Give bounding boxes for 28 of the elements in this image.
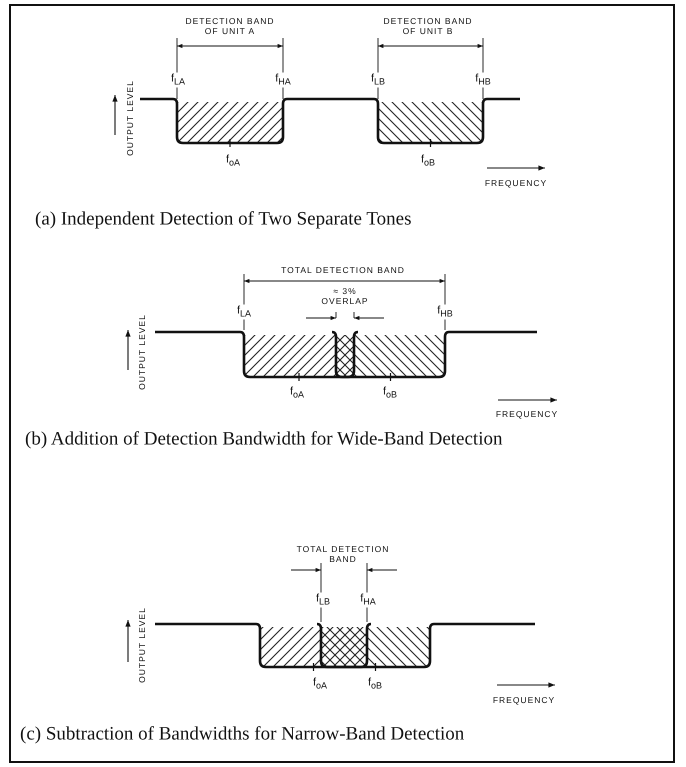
annotation-label: ≈ 3% OVERLAP — [320, 286, 370, 306]
frequency-label: f$_{oA}$ — [312, 676, 328, 692]
frequency-label: f$_{oB}$ — [420, 154, 436, 168]
annotation-label: TOTAL DETECTION BAND — [280, 264, 406, 276]
frequency-label: f$_{HA}$ — [359, 592, 377, 608]
axis-label: OUTPUT LEVEL — [136, 607, 148, 683]
frequency-label: f$_{oB}$ — [366, 676, 384, 692]
frequency-label: f$_{LA}$ — [170, 72, 186, 88]
frequency-label: f$_{LA}$ — [236, 304, 252, 320]
axis-label: OUTPUT LEVEL — [124, 80, 136, 156]
frequency-label: f$_{HB}$ — [474, 72, 492, 88]
annotation-label: DETECTION BAND OF UNIT A — [185, 16, 275, 36]
annotation-label: TOTAL DETECTION BAND — [296, 544, 390, 564]
frequency-label: f$_{HA}$ — [274, 72, 292, 88]
axis-label: OUTPUT LEVEL — [136, 314, 148, 390]
frequency-label: f$_{HB}$ — [436, 304, 454, 320]
annotation-label: FREQUENCY — [496, 408, 558, 420]
frequency-label: f$_{oB}$ — [382, 386, 398, 400]
frequency-label: f$_{LB}$ — [314, 592, 332, 608]
frequency-label: f$_{oA}$ — [288, 386, 306, 400]
figure-caption: (a) Independent Detection of Two Separate Tones — [35, 208, 412, 232]
figure-caption: (b) Addition of Detection Bandwidth for Wide-Band Detection — [25, 428, 504, 452]
annotation-label: DETECTION BAND OF UNIT B — [383, 16, 473, 36]
figure-caption: (c) Subtraction of Bandwidths for Narrow-Band Detection — [20, 724, 464, 746]
frequency-label: f$_{oA}$ — [224, 154, 242, 168]
frequency-label: f$_{LB}$ — [370, 72, 386, 88]
axis-label: FREQUENCY — [484, 178, 548, 188]
annotation-label: FREQUENCY — [492, 694, 556, 706]
